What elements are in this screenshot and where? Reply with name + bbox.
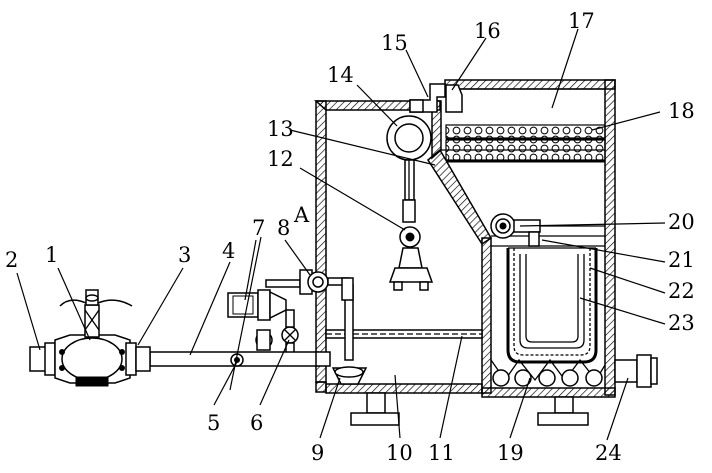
label-17: 17: [568, 9, 595, 33]
label-8: 8: [277, 216, 290, 240]
outlet-pipe-24: [614, 354, 658, 388]
label-3: 3: [178, 243, 191, 267]
label-4: 4: [222, 239, 235, 263]
main-pipe-4: [149, 351, 331, 367]
leader-lines: [16, 28, 666, 441]
motor-7: [227, 289, 287, 351]
label-7: 7: [252, 216, 265, 240]
label-15: 15: [381, 31, 408, 55]
label-12: 12: [267, 147, 294, 171]
valve-assembly-1: [29, 289, 151, 387]
pump-14: [386, 115, 432, 201]
label-16: 16: [474, 19, 501, 43]
tank-walls: [314, 79, 616, 398]
label-14: 14: [327, 63, 354, 87]
label-6: 6: [250, 411, 263, 435]
label-A: A: [293, 203, 310, 227]
label-13: 13: [267, 117, 294, 141]
label-2: 2: [5, 248, 18, 272]
filter-basket: [506, 247, 598, 364]
label-10: 10: [386, 441, 413, 465]
filter-layers: [445, 124, 606, 163]
part-labels: 1 2 3 4 5 6 7 8 A 9 10 11 19 24 12 13 14…: [5, 9, 695, 465]
roller-20-21: [490, 213, 541, 247]
label-19: 19: [497, 441, 524, 465]
top-inlet-pipe: [409, 83, 463, 113]
connector-pipe-8: [265, 269, 354, 301]
label-21: 21: [668, 248, 695, 272]
label-9: 9: [311, 441, 324, 465]
valve-6: [281, 309, 299, 358]
support-feet: [350, 392, 589, 426]
label-22: 22: [668, 279, 695, 303]
label-18: 18: [668, 99, 695, 123]
label-5: 5: [207, 411, 220, 435]
nozzle-9: [331, 284, 368, 385]
label-23: 23: [668, 311, 695, 335]
spray-head-12: [388, 199, 434, 291]
inner-pipe-11: [325, 329, 483, 339]
bottom-funnels-19: [490, 358, 606, 387]
label-24: 24: [595, 441, 622, 465]
label-1: 1: [45, 243, 58, 267]
label-20: 20: [668, 210, 695, 234]
label-11: 11: [428, 441, 455, 465]
